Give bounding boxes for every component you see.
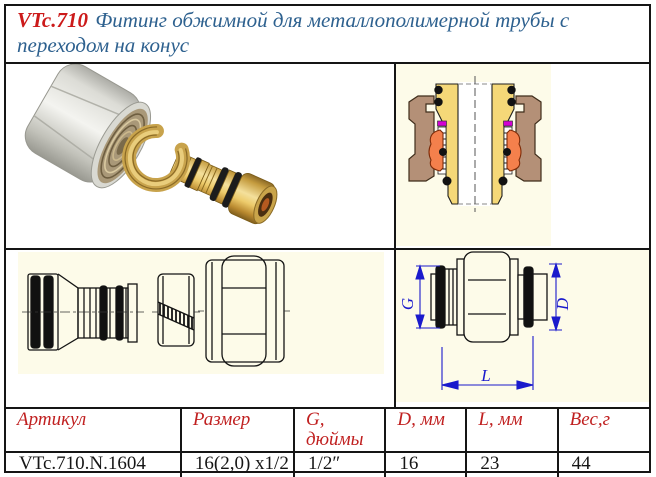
article-code: VTc.710 xyxy=(17,8,88,32)
nut-photo xyxy=(24,64,152,189)
technical-drawing xyxy=(18,252,384,374)
assembled-fitting-drawing xyxy=(430,251,548,343)
image-row-top xyxy=(6,64,649,250)
col-header-l-mm: L, мм xyxy=(465,409,559,453)
product-photo-cell xyxy=(6,64,396,248)
cross-section-cell xyxy=(396,64,649,248)
col-header-size: Размер xyxy=(179,409,296,453)
cell-l-mm: 23 xyxy=(465,450,559,477)
cell-d-mm: 16 xyxy=(384,450,468,477)
dimension-drawing-cell: G D L xyxy=(396,250,649,407)
g-dimension-label: G xyxy=(398,298,417,310)
spec-table: Артикул Размер G, дюймы D, мм L, мм Вес,… xyxy=(6,409,649,477)
dimension-lines xyxy=(415,262,562,390)
d-dimension-label: D xyxy=(553,297,572,311)
cell-weight: 44 xyxy=(556,450,649,477)
cross-section-diagram xyxy=(396,64,551,246)
col-header-g-inches: G, дюймы xyxy=(293,409,387,453)
table-header-row: Артикул Размер G, дюймы D, мм L, мм Вес,… xyxy=(6,409,649,453)
split-ring-photo xyxy=(122,124,190,192)
cell-size: 16(2,0) x1/2 xyxy=(179,450,296,477)
product-photo xyxy=(24,64,278,225)
fitting-body-drawing xyxy=(22,273,144,351)
split-ring-drawing xyxy=(152,273,200,347)
image-row-bottom: G D L xyxy=(6,250,649,409)
fitting-body-photo xyxy=(168,151,278,225)
cell-article: VTc.710.N.1604 xyxy=(6,450,182,477)
product-description: Фитинг обжимной для металлополимерной тр… xyxy=(17,8,570,58)
l-dimension-label: L xyxy=(480,366,490,385)
col-header-article: Артикул xyxy=(6,409,182,453)
cell-g-inches: 1/2″ xyxy=(293,450,387,477)
col-header-d-mm: D, мм xyxy=(384,409,468,453)
col-header-weight: Вес,г xyxy=(556,409,649,453)
nut-drawing xyxy=(198,255,292,367)
technical-drawing-cell xyxy=(6,250,396,407)
dimension-drawing: G D L xyxy=(396,250,649,402)
cross-section-half xyxy=(408,83,459,205)
table-row: VTc.710.N.1604 16(2,0) x1/2 1/2″ 16 23 4… xyxy=(6,450,649,477)
